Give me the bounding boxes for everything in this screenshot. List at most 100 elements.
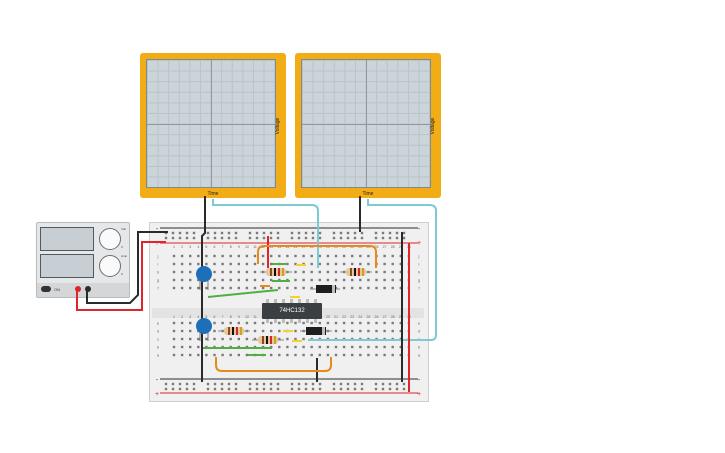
breadboard-hole	[189, 353, 192, 357]
rail-hole	[164, 387, 168, 391]
rail-hole	[171, 382, 175, 386]
breadboard-hole	[391, 278, 394, 282]
column-number: 3	[189, 245, 191, 249]
row-letter: e	[157, 321, 160, 326]
rail-hole	[381, 236, 385, 240]
psu-voltage-knob[interactable]	[99, 228, 121, 250]
breadboard-hole	[334, 262, 338, 266]
rail-hole	[381, 231, 385, 235]
breadboard-hole	[213, 321, 216, 325]
rail-hole	[262, 231, 266, 235]
column-number: 3	[189, 315, 191, 319]
row-letter: b	[418, 345, 421, 350]
oscilloscope-1[interactable]: Time Voltage	[140, 53, 286, 198]
ic-pin	[298, 299, 301, 303]
breadboard-hole	[180, 278, 184, 282]
breadboard-hole	[318, 345, 321, 349]
psu-negative-terminal[interactable]	[85, 286, 91, 292]
rail-hole	[227, 231, 231, 235]
rail-hole	[297, 387, 301, 391]
oscilloscope-2-screen	[301, 59, 431, 188]
breadboard-hole	[375, 329, 378, 333]
breadboard-hole	[359, 278, 362, 282]
rail-hole	[213, 231, 217, 235]
breadboard-hole	[391, 254, 394, 258]
breadboard-hole	[334, 278, 338, 282]
rail-hole	[388, 236, 392, 240]
breadboard-hole	[294, 286, 297, 290]
rail-hole	[276, 382, 280, 386]
breadboard-hole	[261, 321, 265, 325]
breadboard-hole	[237, 270, 240, 274]
rail-hole	[332, 387, 336, 391]
breadboard-hole	[302, 278, 305, 282]
rail-hole	[178, 382, 182, 386]
breadboard-hole	[245, 254, 249, 258]
breadboard-hole	[197, 345, 200, 349]
breadboard-hole	[294, 329, 297, 333]
breadboard-hole	[399, 345, 402, 349]
breadboard-hole	[359, 345, 362, 349]
column-number: 10	[245, 245, 249, 249]
column-number: 9	[238, 245, 240, 249]
rail-sign: +	[155, 391, 159, 398]
breadboard-hole	[245, 262, 249, 266]
psu-positive-terminal[interactable]	[75, 286, 81, 292]
breadboard-hole	[294, 262, 297, 266]
rail-hole	[381, 382, 385, 386]
rail-hole	[388, 387, 392, 391]
breadboard-hole	[383, 345, 386, 349]
breadboard-hole	[367, 262, 370, 266]
psu-power-button[interactable]	[41, 286, 51, 292]
breadboard-hole	[342, 345, 346, 349]
psu-current-display	[40, 254, 94, 278]
rail-hole	[192, 382, 196, 386]
breadboard-hole	[334, 345, 338, 349]
breadboard-hole	[245, 353, 249, 357]
rail-hole	[262, 382, 266, 386]
row-letter: a	[418, 353, 421, 358]
breadboard-hole	[399, 286, 402, 290]
oscilloscope-2[interactable]: Time Voltage	[295, 53, 441, 198]
rail-hole	[255, 387, 259, 391]
power-supply[interactable]: Volt Amp V A ON	[36, 222, 130, 298]
breadboard-hole	[351, 329, 354, 333]
breadboard-hole	[310, 321, 313, 325]
rail-hole	[255, 236, 259, 240]
breadboard-hole	[205, 262, 208, 266]
breadboard-hole	[172, 353, 176, 357]
breadboard-hole	[197, 278, 200, 282]
ic-pin	[306, 319, 309, 323]
rail-hole	[360, 387, 364, 391]
breadboard-hole	[261, 254, 265, 258]
breadboard-hole	[189, 286, 192, 290]
psu-current-knob[interactable]	[99, 255, 121, 277]
rail-hole	[304, 382, 308, 386]
rail-hole	[311, 236, 315, 240]
capacitor-1	[196, 266, 212, 290]
rail-hole	[220, 382, 224, 386]
breadboard-hole	[383, 321, 386, 325]
rail-hole	[402, 231, 406, 235]
column-number: 2	[181, 315, 183, 319]
rail-sign: -	[418, 377, 421, 384]
rail-hole	[178, 231, 182, 235]
breadboard-hole	[342, 278, 346, 282]
ic-74hc132[interactable]: 74HC132	[262, 303, 322, 319]
breadboard-hole	[310, 278, 313, 282]
breadboard-hole	[326, 270, 330, 274]
rail-hole	[353, 387, 357, 391]
rail-hole	[318, 236, 322, 240]
row-letter: j	[418, 254, 420, 259]
column-number: 26	[375, 315, 379, 319]
breadboard-hole	[180, 337, 184, 341]
rail-hole	[185, 387, 189, 391]
breadboard-hole	[189, 254, 192, 258]
ic-label: 74HC132	[279, 308, 305, 314]
rail-hole	[346, 231, 350, 235]
breadboard-hole	[326, 353, 330, 357]
breadboard-hole	[172, 262, 176, 266]
rail-hole	[402, 382, 406, 386]
rail-sign: -	[156, 377, 159, 384]
wires	[76, 196, 437, 392]
